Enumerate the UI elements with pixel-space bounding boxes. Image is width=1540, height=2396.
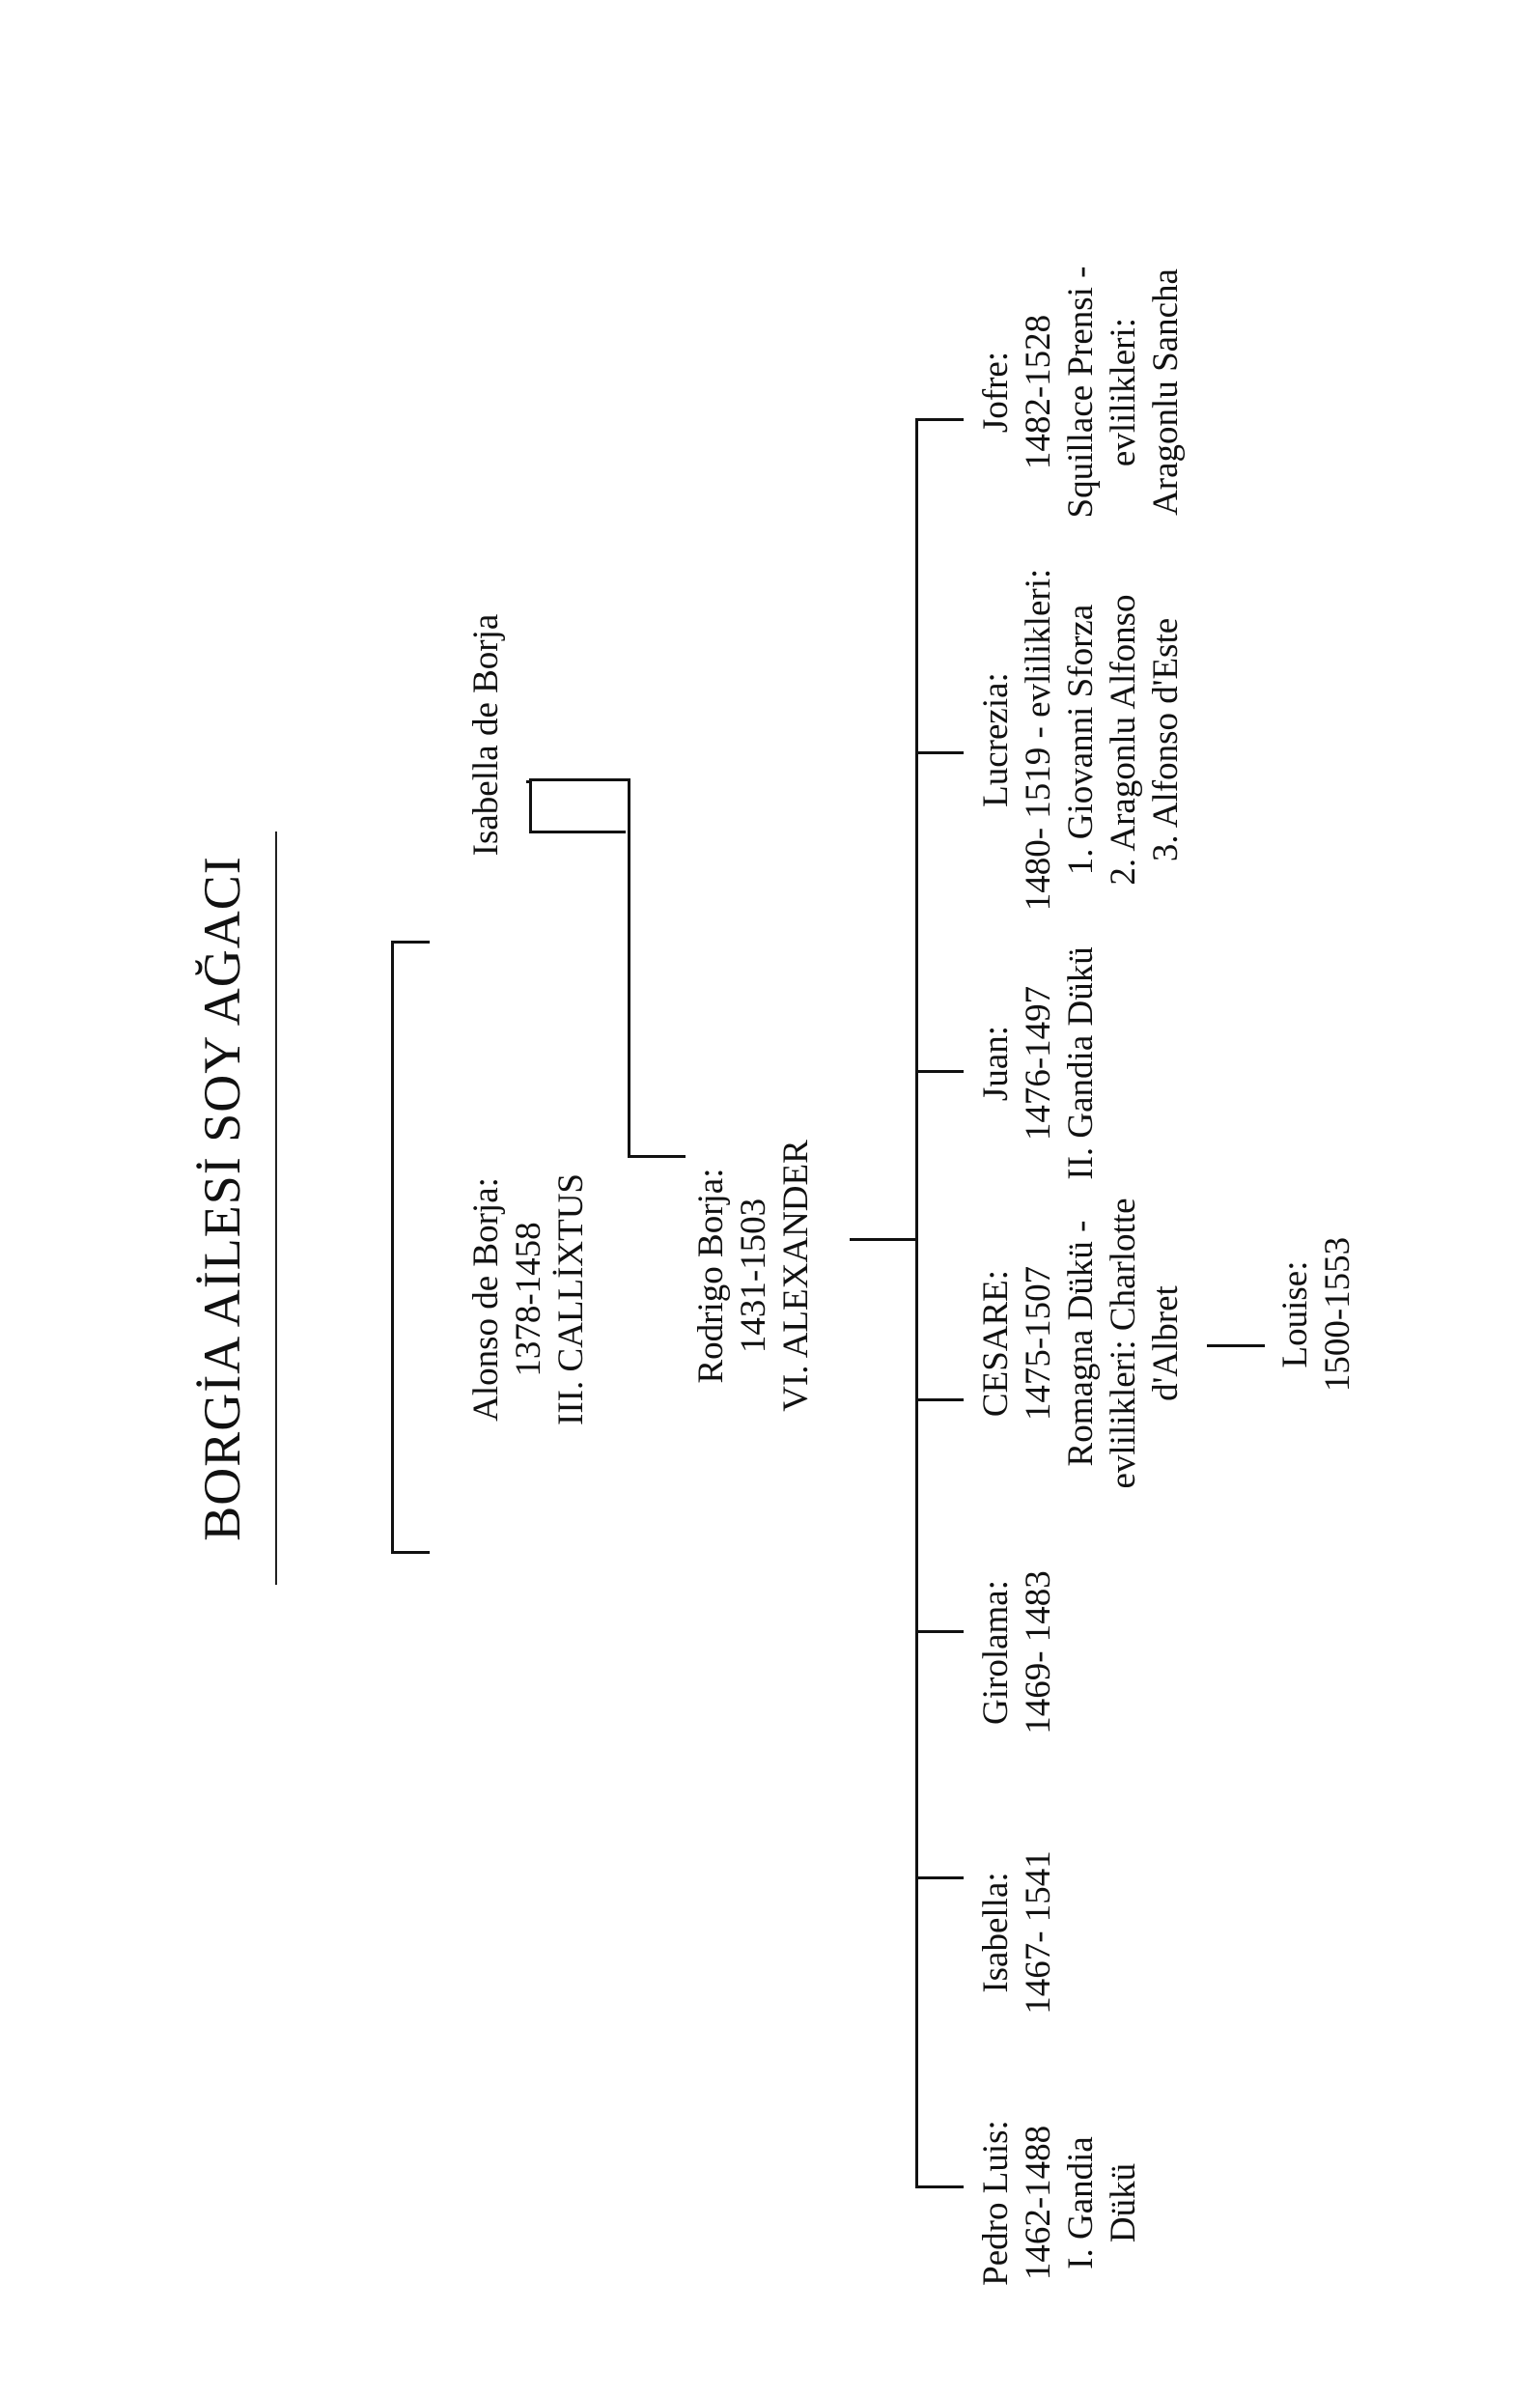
connector-alonso-stub xyxy=(391,1551,430,1554)
connector-child-cesare-stub xyxy=(915,1398,964,1401)
connector-isabella-to-rodrigo-h xyxy=(628,778,630,1158)
ancestor-isabella-line-1: Isabella de Borja xyxy=(466,613,506,857)
connector-cesare-to-louise xyxy=(1207,1344,1265,1347)
child-pedro-line-4: Dükü xyxy=(1104,2162,1143,2243)
ancestor-alonso-line-3: III. CALLİXTUS xyxy=(551,1172,591,1425)
child-pedro-line-3: I. Gandia xyxy=(1061,2136,1101,2269)
ancestor-alonso-line-2: 1378-1458 xyxy=(509,1222,548,1377)
ancestor-isabella-de-borja: Isabella de Borja xyxy=(465,614,508,857)
parent-line-3: VI. ALEXANDER xyxy=(776,1140,816,1412)
child-juan-line-2: 1476-1497 xyxy=(1019,985,1058,1142)
grandchild-louise: Louise: 1500-1553 xyxy=(1274,1237,1359,1392)
grandchild-line-2: 1500-1553 xyxy=(1318,1236,1358,1393)
grandchild-line-1: Louise: xyxy=(1275,1260,1315,1368)
connector-isabella-vertical xyxy=(529,831,626,833)
ancestor-alonso-de-borja: Alonso de Borja: 1378-1458 III. CALLİXTU… xyxy=(465,1173,593,1425)
child-cesare-line-3: Romagna Dükü - xyxy=(1061,1220,1101,1467)
connector-child-juan-stub xyxy=(915,1070,964,1073)
child-cesare-line-4: evlilikleri: Charlotte xyxy=(1104,1198,1143,1489)
page-title: BORGİA AİLESİ SOY AĞACI xyxy=(193,856,251,1541)
child-jofre-line-1: Jofre: xyxy=(976,351,1016,434)
child-isabella-line-1: Isabella: xyxy=(976,1872,1016,1993)
connector-isabella-right xyxy=(529,778,628,781)
child-lucrezia-line-4: 2. Aragonlu Alfonso xyxy=(1104,594,1143,886)
title-underline xyxy=(275,832,277,1585)
parent-line-2: 1431-1503 xyxy=(734,1198,773,1354)
child-cesare-line-1: CESARE: xyxy=(976,1269,1016,1418)
child-isabella-line-2: 1467- 1541 xyxy=(1019,1850,1058,2015)
child-cesare: CESARE: 1475-1507 Romagna Dükü - evlilik… xyxy=(975,1198,1188,1488)
child-juan: Juan: 1476-1497 II. Gandia Dükü xyxy=(975,946,1103,1179)
connector-child-lucrezia-stub xyxy=(915,751,964,754)
ancestor-alonso-line-1: Alonso de Borja: xyxy=(466,1177,506,1422)
connector-child-isabella-stub xyxy=(915,1876,964,1879)
child-lucrezia: Lucrezia: 1480- 1519 - evlilikleri: 1. G… xyxy=(975,569,1188,912)
child-lucrezia-line-3: 1. Giovanni Sforza xyxy=(1061,604,1101,876)
child-pedro-line-2: 1462-1488 xyxy=(1019,2125,1058,2281)
child-pedro-line-1: Pedro Luis: xyxy=(976,2120,1016,2286)
connector-isabella-stub-h xyxy=(529,778,532,833)
connector-child-pedro-stub xyxy=(915,2185,964,2188)
child-girolama: Girolama: 1469- 1483 xyxy=(975,1570,1060,1734)
child-juan-line-1: Juan: xyxy=(976,1025,1016,1102)
child-jofre-line-5: Aragonlu Sancha xyxy=(1146,268,1186,516)
connector-ancestors-top xyxy=(391,944,394,1554)
child-jofre: Jofre: 1482-1528 Squillace Prensi - evli… xyxy=(975,266,1188,518)
child-girolama-line-2: 1469- 1483 xyxy=(1019,1570,1058,1734)
connector-child-jofre-stub xyxy=(915,418,964,421)
child-isabella: Isabella: 1467- 1541 xyxy=(975,1850,1060,2015)
child-cesare-line-5: d'Albret xyxy=(1146,1285,1186,1401)
child-pedro-luis: Pedro Luis: 1462-1488 I. Gandia Dükü xyxy=(975,2120,1145,2286)
child-jofre-line-4: evlilikleri: xyxy=(1104,317,1143,467)
child-lucrezia-line-2: 1480- 1519 - evlilikleri: xyxy=(1019,568,1058,912)
child-lucrezia-line-1: Lucrezia: xyxy=(976,672,1016,807)
connector-children-bus xyxy=(915,421,918,2188)
child-lucrezia-line-5: 3. Alfonso d'Este xyxy=(1146,617,1186,862)
parent-rodrigo-borja: Rodrigo Borja: 1431-1503 VI. ALEXANDER xyxy=(690,1140,818,1412)
connector-isabella-de-borja-stub xyxy=(391,941,430,944)
connector-child-girolama-stub xyxy=(915,1630,964,1633)
child-jofre-line-2: 1482-1528 xyxy=(1019,314,1058,470)
connector-rodrigo-drop xyxy=(628,1155,686,1158)
child-girolama-line-1: Girolama: xyxy=(976,1579,1016,1726)
child-jofre-line-3: Squillace Prensi - xyxy=(1061,266,1101,519)
parent-line-1: Rodrigo Borja: xyxy=(691,1168,731,1384)
connector-rodrigo-to-bus xyxy=(850,1238,915,1241)
child-cesare-line-2: 1475-1507 xyxy=(1019,1265,1058,1422)
child-juan-line-3: II. Gandia Dükü xyxy=(1061,946,1101,1180)
